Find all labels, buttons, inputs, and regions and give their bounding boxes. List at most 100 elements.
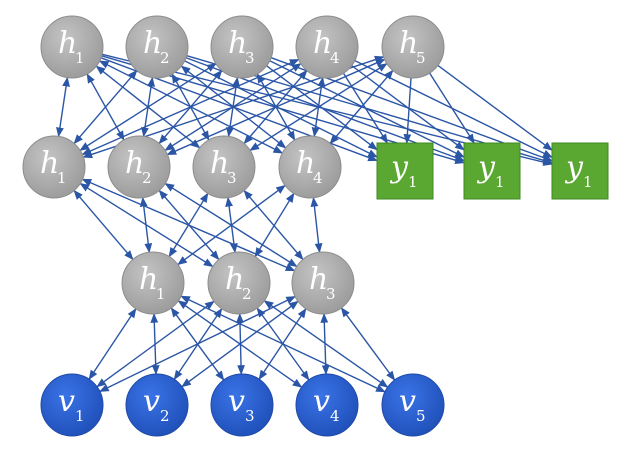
node-var-label: h <box>296 146 315 181</box>
node-var-label: h <box>58 26 77 61</box>
hidden-node-top_hidden-3: h3 <box>210 15 274 79</box>
node-subscript-label: 5 <box>416 49 426 67</box>
edge-hidden_2-3-hidden_1-1 <box>254 192 295 258</box>
hidden-node-hidden_2-4: h4 <box>278 135 342 199</box>
node-subscript-label: 1 <box>495 173 505 191</box>
edge-top_hidden-3-outputs-1 <box>351 65 465 151</box>
hidden-node-shape <box>22 135 86 199</box>
output-node-shape <box>376 142 434 200</box>
node-var-label: h <box>139 262 158 297</box>
node-subscript-label: 1 <box>156 285 166 303</box>
node-var-label: h <box>225 262 244 297</box>
edge-hidden_1-0-visible-0 <box>88 308 137 380</box>
node-var-label: h <box>228 26 247 61</box>
hidden-node-shape <box>125 15 189 79</box>
edge-hidden_2-2-hidden_1-2 <box>243 189 304 261</box>
output-node-shape <box>551 142 609 200</box>
node-subscript-label: 3 <box>326 285 336 303</box>
hidden-node-shape <box>192 135 256 199</box>
hidden-node-top_hidden-1: h1 <box>40 15 104 79</box>
node-subscript-label: 3 <box>245 49 255 67</box>
node-var-label: h <box>40 146 59 181</box>
node-var-label: v <box>58 384 75 419</box>
edge-hidden_2-0-hidden_1-0 <box>73 189 134 261</box>
node-subscript-label: 4 <box>330 49 340 67</box>
hidden-node-shape <box>295 15 359 79</box>
hidden-node-top_hidden-4: h4 <box>295 15 359 79</box>
node-var-label: h <box>399 26 418 61</box>
edge-top_hidden-3-outputs-0 <box>342 72 388 144</box>
node-subscript-label: 2 <box>160 407 170 425</box>
node-subscript-label: 2 <box>160 49 170 67</box>
hidden-node-shape <box>381 15 445 79</box>
connections <box>56 53 553 393</box>
hidden-node-hidden_1-3: h3 <box>291 251 355 315</box>
hidden-node-hidden_2-3: h3 <box>192 135 256 199</box>
node-var-label: h <box>313 26 332 61</box>
hidden-node-shape <box>278 135 342 199</box>
node-subscript-label: 1 <box>75 407 85 425</box>
node-var-label: v <box>228 384 245 419</box>
edge-hidden_1-2-visible-3 <box>320 313 330 375</box>
visible-node-shape <box>125 373 189 437</box>
output-node-shape <box>463 142 521 200</box>
hidden-node-shape <box>207 251 271 315</box>
node-var-label: h <box>143 26 162 61</box>
visible-node-shape <box>381 373 445 437</box>
hidden-node-shape <box>210 15 274 79</box>
edge-hidden_1-2-visible-2 <box>258 308 307 380</box>
node-subscript-label: 1 <box>408 173 418 191</box>
node-var-label: y <box>476 150 496 185</box>
hidden-node-top_hidden-5: h5 <box>381 15 445 79</box>
node-subscript-label: 2 <box>142 169 152 187</box>
node-subscript-label: 3 <box>245 407 255 425</box>
edge-top_hidden-4-outputs-1 <box>429 72 475 144</box>
hidden-node-hidden_1-1: h1 <box>121 251 185 315</box>
visible-node-shape <box>295 373 359 437</box>
node-subscript-label: 4 <box>330 407 340 425</box>
node-subscript-label: 1 <box>75 49 85 67</box>
visible-node-shape <box>210 373 274 437</box>
hidden-node-shape <box>121 251 185 315</box>
node-subscript-label: 4 <box>313 169 323 187</box>
edge-hidden_1-2-visible-0 <box>98 295 297 393</box>
edge-top_hidden-2-outputs-1 <box>269 60 465 158</box>
edge-top_hidden-0-hidden_2-0 <box>56 76 70 138</box>
node-var-label: h <box>309 262 328 297</box>
edge-hidden_2-1-hidden_1-0 <box>139 196 153 254</box>
edge-hidden_2-3-hidden_1-2 <box>310 196 323 254</box>
visible-node-shape <box>40 373 104 437</box>
hidden-node-hidden_2-2: h2 <box>107 135 171 199</box>
hidden-node-top_hidden-2: h2 <box>125 15 189 79</box>
node-subscript-label: 1 <box>57 169 67 187</box>
node-subscript-label: 1 <box>583 173 593 191</box>
node-var-label: v <box>399 384 416 419</box>
edge-top_hidden-2-outputs-0 <box>266 65 378 151</box>
edge-top_hidden-4-outputs-2 <box>437 64 553 151</box>
node-subscript-label: 3 <box>227 169 237 187</box>
edge-top_hidden-1-outputs-0 <box>184 60 378 158</box>
hidden-node-shape <box>107 135 171 199</box>
hidden-node-shape <box>291 251 355 315</box>
edge-top_hidden-4-outputs-0 <box>403 77 412 144</box>
hidden-node-shape <box>40 15 104 79</box>
node-var-label: h <box>210 146 229 181</box>
edge-top_hidden-3-outputs-2 <box>354 60 553 158</box>
node-subscript-label: 5 <box>416 407 426 425</box>
node-var-label: y <box>389 150 409 185</box>
hidden-node-hidden_2-1: h1 <box>22 135 86 199</box>
edge-top_hidden-1-hidden_2-0 <box>73 69 138 145</box>
node-var-label: v <box>313 384 330 419</box>
node-var-label: v <box>143 384 160 419</box>
node-var-label: y <box>564 150 584 185</box>
